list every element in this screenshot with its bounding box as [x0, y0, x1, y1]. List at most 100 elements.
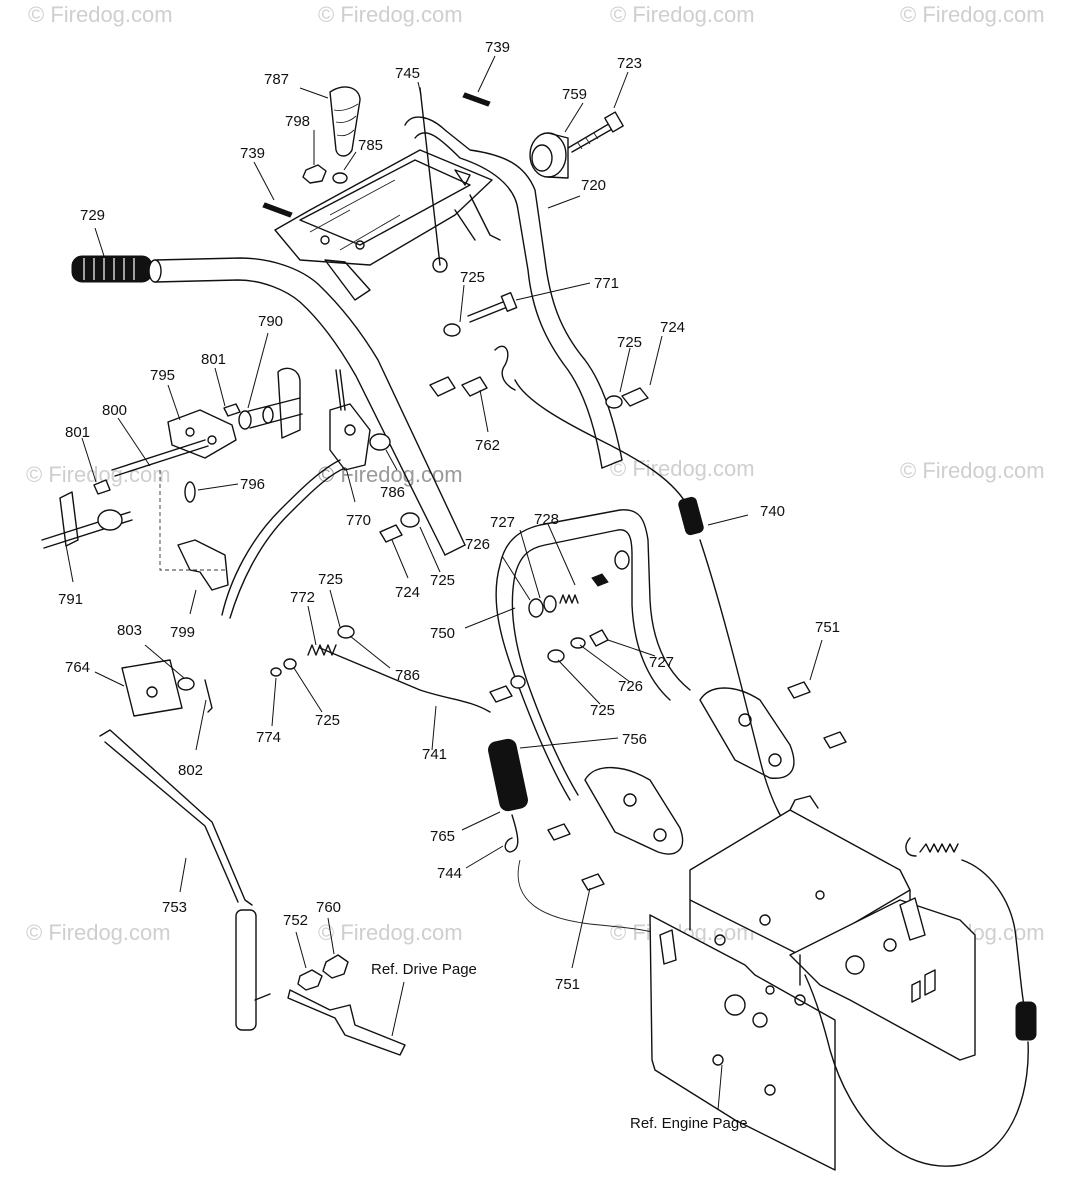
part-label: 720: [581, 177, 606, 194]
cable-756: [488, 738, 661, 936]
part-label: 739: [240, 145, 265, 162]
handle-720: [404, 116, 623, 469]
part-label: 803: [117, 622, 142, 639]
upper-handle: [148, 257, 466, 556]
part-label: 762: [475, 437, 500, 454]
watermark: © Firedog.com: [900, 2, 1045, 27]
hardware-stack: [489, 550, 630, 703]
part-label: 786: [380, 484, 405, 501]
part-label: 724: [395, 584, 420, 601]
part-label: 787: [264, 71, 289, 88]
part-label: 741: [422, 746, 447, 763]
part-label: 765: [430, 828, 455, 845]
part-label: 726: [465, 536, 490, 553]
watermark: © Firedog.com: [318, 920, 463, 945]
washer-785: [332, 172, 348, 184]
washer-725: [605, 395, 623, 409]
part-label: 725: [318, 571, 343, 588]
part-label: 752: [283, 912, 308, 929]
cable-740: [514, 379, 801, 841]
part-label: 751: [555, 976, 580, 993]
part-label: 724: [660, 319, 685, 336]
nut-752: [297, 969, 323, 991]
part-label: 802: [178, 762, 203, 779]
bolt-771: [443, 292, 518, 337]
part-label: 725: [590, 702, 615, 719]
bolts-762: [429, 345, 516, 397]
spacer-759: [529, 132, 569, 179]
nut-798: [302, 164, 327, 184]
part-labels: 787 745 739 723 759 798 785 739 720 729 …: [58, 39, 840, 993]
part-label: 725: [460, 269, 485, 286]
part-label: 785: [358, 137, 383, 154]
ref-drive-page: Ref. Drive Page: [371, 961, 477, 978]
pin-739-left: [262, 202, 293, 218]
watermark: © Firedog.com: [610, 456, 755, 481]
parts-drawing: [41, 55, 1037, 1171]
rod-745: [419, 87, 441, 266]
watermark: © Firedog.com: [318, 2, 463, 27]
bracket-plate-right: [699, 681, 847, 779]
spring-772: [270, 625, 355, 677]
control-panel: [274, 149, 501, 301]
part-label: 729: [80, 207, 105, 224]
part-label: 727: [649, 654, 674, 671]
rod-753: [99, 729, 271, 1031]
knob-787: [329, 86, 361, 157]
pin-801-b: [93, 479, 111, 495]
rod-741: [319, 647, 491, 713]
part-label: 751: [815, 619, 840, 636]
watermark: © Firedog.com: [28, 2, 173, 27]
part-label: 790: [258, 313, 283, 330]
bolt-723: [567, 111, 624, 153]
part-label: 753: [162, 899, 187, 916]
part-label: 801: [65, 424, 90, 441]
part-label: 727: [490, 514, 515, 531]
part-label: 725: [430, 572, 455, 589]
watermark: © Firedog.com: [26, 920, 171, 945]
part-label: 799: [170, 624, 195, 641]
part-label: 744: [437, 865, 462, 882]
ref-engine-page: Ref. Engine Page: [630, 1115, 748, 1132]
watermark: © Firedog.com: [900, 458, 1045, 483]
watermark: © Firedog.com: [610, 2, 755, 27]
pin-739-top: [462, 92, 491, 107]
bracket-770: [329, 369, 391, 471]
part-label: 770: [346, 512, 371, 529]
part-label: 725: [617, 334, 642, 351]
handle-grip-729: [71, 255, 153, 283]
part-label: 759: [562, 86, 587, 103]
drive-bracket: [287, 989, 406, 1056]
part-label: 728: [534, 511, 559, 528]
cable-right: [804, 837, 1037, 1167]
engine-frame: [649, 795, 976, 1171]
part-label: 801: [201, 351, 226, 368]
part-label: 764: [65, 659, 90, 676]
nut-760: [322, 954, 349, 979]
part-label: 796: [240, 476, 265, 493]
part-label: 798: [285, 113, 310, 130]
part-label: 772: [290, 589, 315, 606]
part-label: 791: [58, 591, 83, 608]
pin-801-a: [223, 403, 241, 417]
part-label: 725: [315, 712, 340, 729]
bolt-724: [621, 387, 649, 407]
shift-assembly: [41, 367, 303, 591]
part-label: 774: [256, 729, 281, 746]
bolt-724-center: [379, 524, 403, 543]
part-label: 795: [150, 367, 175, 384]
part-label: 740: [760, 503, 785, 520]
part-label: 771: [594, 275, 619, 292]
part-label: 745: [395, 65, 420, 82]
part-label: 760: [316, 899, 341, 916]
leader-lines: [65, 55, 823, 1111]
part-label: 786: [395, 667, 420, 684]
part-label: 750: [430, 625, 455, 642]
washer-786: [400, 512, 420, 528]
part-label: 739: [485, 39, 510, 56]
plate-764: [121, 659, 213, 717]
bracket-plate-left: [547, 766, 684, 891]
part-label: 756: [622, 731, 647, 748]
lower-handle-750: [495, 509, 691, 801]
